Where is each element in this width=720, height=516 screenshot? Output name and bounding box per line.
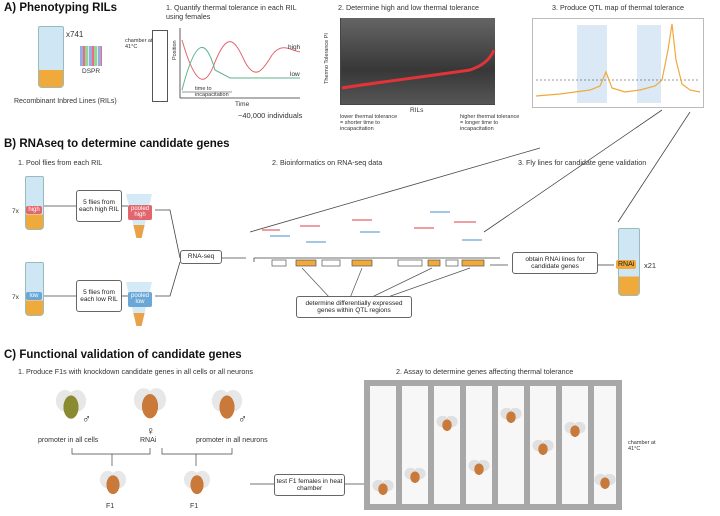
low-vial-icon (25, 262, 44, 316)
high-line-label: high (288, 44, 301, 51)
high-vial-icon (25, 176, 44, 230)
b-step3: 3. Fly lines for candidate gene validati… (518, 158, 647, 167)
low-line-label: low (290, 71, 300, 78)
ril-count: x741 (66, 30, 84, 39)
low-tag: low (26, 292, 42, 301)
fly-icon (184, 466, 210, 500)
higher-tolerance-label: higher thermal tolerance = longer time t… (460, 114, 520, 133)
a-step2: 2. Determine high and low thermal tolera… (338, 3, 480, 12)
flies-high-box: 5 flies from each high RIL (76, 190, 122, 222)
individuals-label: ~40,000 individuals (238, 111, 303, 120)
fly-icon (532, 436, 554, 460)
male-symbol-icon: ♂ (238, 412, 247, 426)
vial-icon (38, 26, 64, 88)
promoter-neurons-label: promoter in all neurons (196, 437, 268, 444)
fly-icon (436, 412, 458, 436)
c-step1: 1. Produce F1s with knockdown candidate … (18, 367, 253, 376)
a-step3: 3. Produce QTL map of thermal tolerance (552, 3, 684, 12)
qtl-map (532, 18, 704, 108)
fly-icon (212, 384, 242, 426)
rnai-tag: RNAi (616, 260, 637, 270)
fly-icon (594, 470, 616, 494)
test-f1-box: test F1 females in heat chamber (274, 474, 345, 496)
ril-label: Recombinant Inbred Lines (RILs) (14, 98, 117, 105)
x21-label: x21 (644, 261, 657, 270)
fly-icon (500, 404, 522, 428)
male-symbol-icon: ♂ (82, 412, 91, 426)
high-tag: high (26, 206, 42, 215)
qtl-region-1 (577, 25, 607, 103)
x7-low: 7x (12, 294, 19, 301)
time-incap-label: time to incapacitation (195, 86, 229, 99)
rnai-parent-label: RNAi (140, 437, 157, 444)
fly-icon (134, 382, 166, 426)
section-b-title: B) RNAseq to determine candidate genes (4, 138, 230, 150)
a-step1: 1. Quantify thermal tolerance in each RI… (166, 3, 297, 21)
time-axis-label: Time (235, 101, 250, 108)
c-chamber-label: chamber at 41°C (628, 440, 656, 453)
section-a-title: A) Phenotyping RILs (4, 2, 118, 14)
b-step2: 2. Bioinformatics on RNA-seq data (272, 158, 383, 167)
chamber-lane (562, 386, 588, 504)
promoter-cells-label: promoter in all cells (38, 437, 99, 444)
x7-high: 7x (12, 208, 19, 215)
chamber-lane (434, 386, 460, 504)
ril-vials (38, 26, 68, 88)
fly-icon (100, 466, 126, 500)
dspr-genome-icon (80, 46, 102, 66)
rils-axis-label: RILs (410, 107, 424, 114)
flies-low-box: 5 flies from each low RIL (76, 280, 122, 312)
chamber-icon (152, 30, 168, 102)
chamber-label: chamber at 41°C (125, 38, 153, 51)
rnaseq-box: RNA-seq (180, 250, 222, 264)
fly-icon (564, 418, 586, 442)
fly-icon (56, 384, 86, 426)
scatter-cloud (340, 18, 495, 105)
rnai-lines-box: obtain RNAi lines for candidate genes (512, 252, 598, 274)
lower-tolerance-label: lower thermal tolerance = shorter time t… (340, 114, 398, 133)
heat-chamber (364, 380, 622, 510)
de-genes-box: determine differentially expressed genes… (296, 296, 412, 318)
pooled-high-tag: pooled high (128, 205, 152, 220)
section-c-title: C) Functional validation of candidate ge… (4, 349, 242, 361)
b-step1: 1. Pool flies from each RIL (18, 158, 103, 167)
pooled-low-tag: pooled low (128, 292, 152, 307)
chamber-lane (466, 386, 492, 504)
fly-icon (404, 464, 426, 488)
fly-icon (468, 456, 490, 480)
f1-label-1: F1 (106, 503, 115, 510)
female-symbol-icon: ♀ (146, 424, 155, 438)
c-step2: 2. Assay to determine genes affecting th… (396, 367, 574, 376)
fly-icon (372, 476, 394, 500)
f1-label-2: F1 (190, 503, 199, 510)
dspr-label: DSPR (82, 68, 101, 75)
